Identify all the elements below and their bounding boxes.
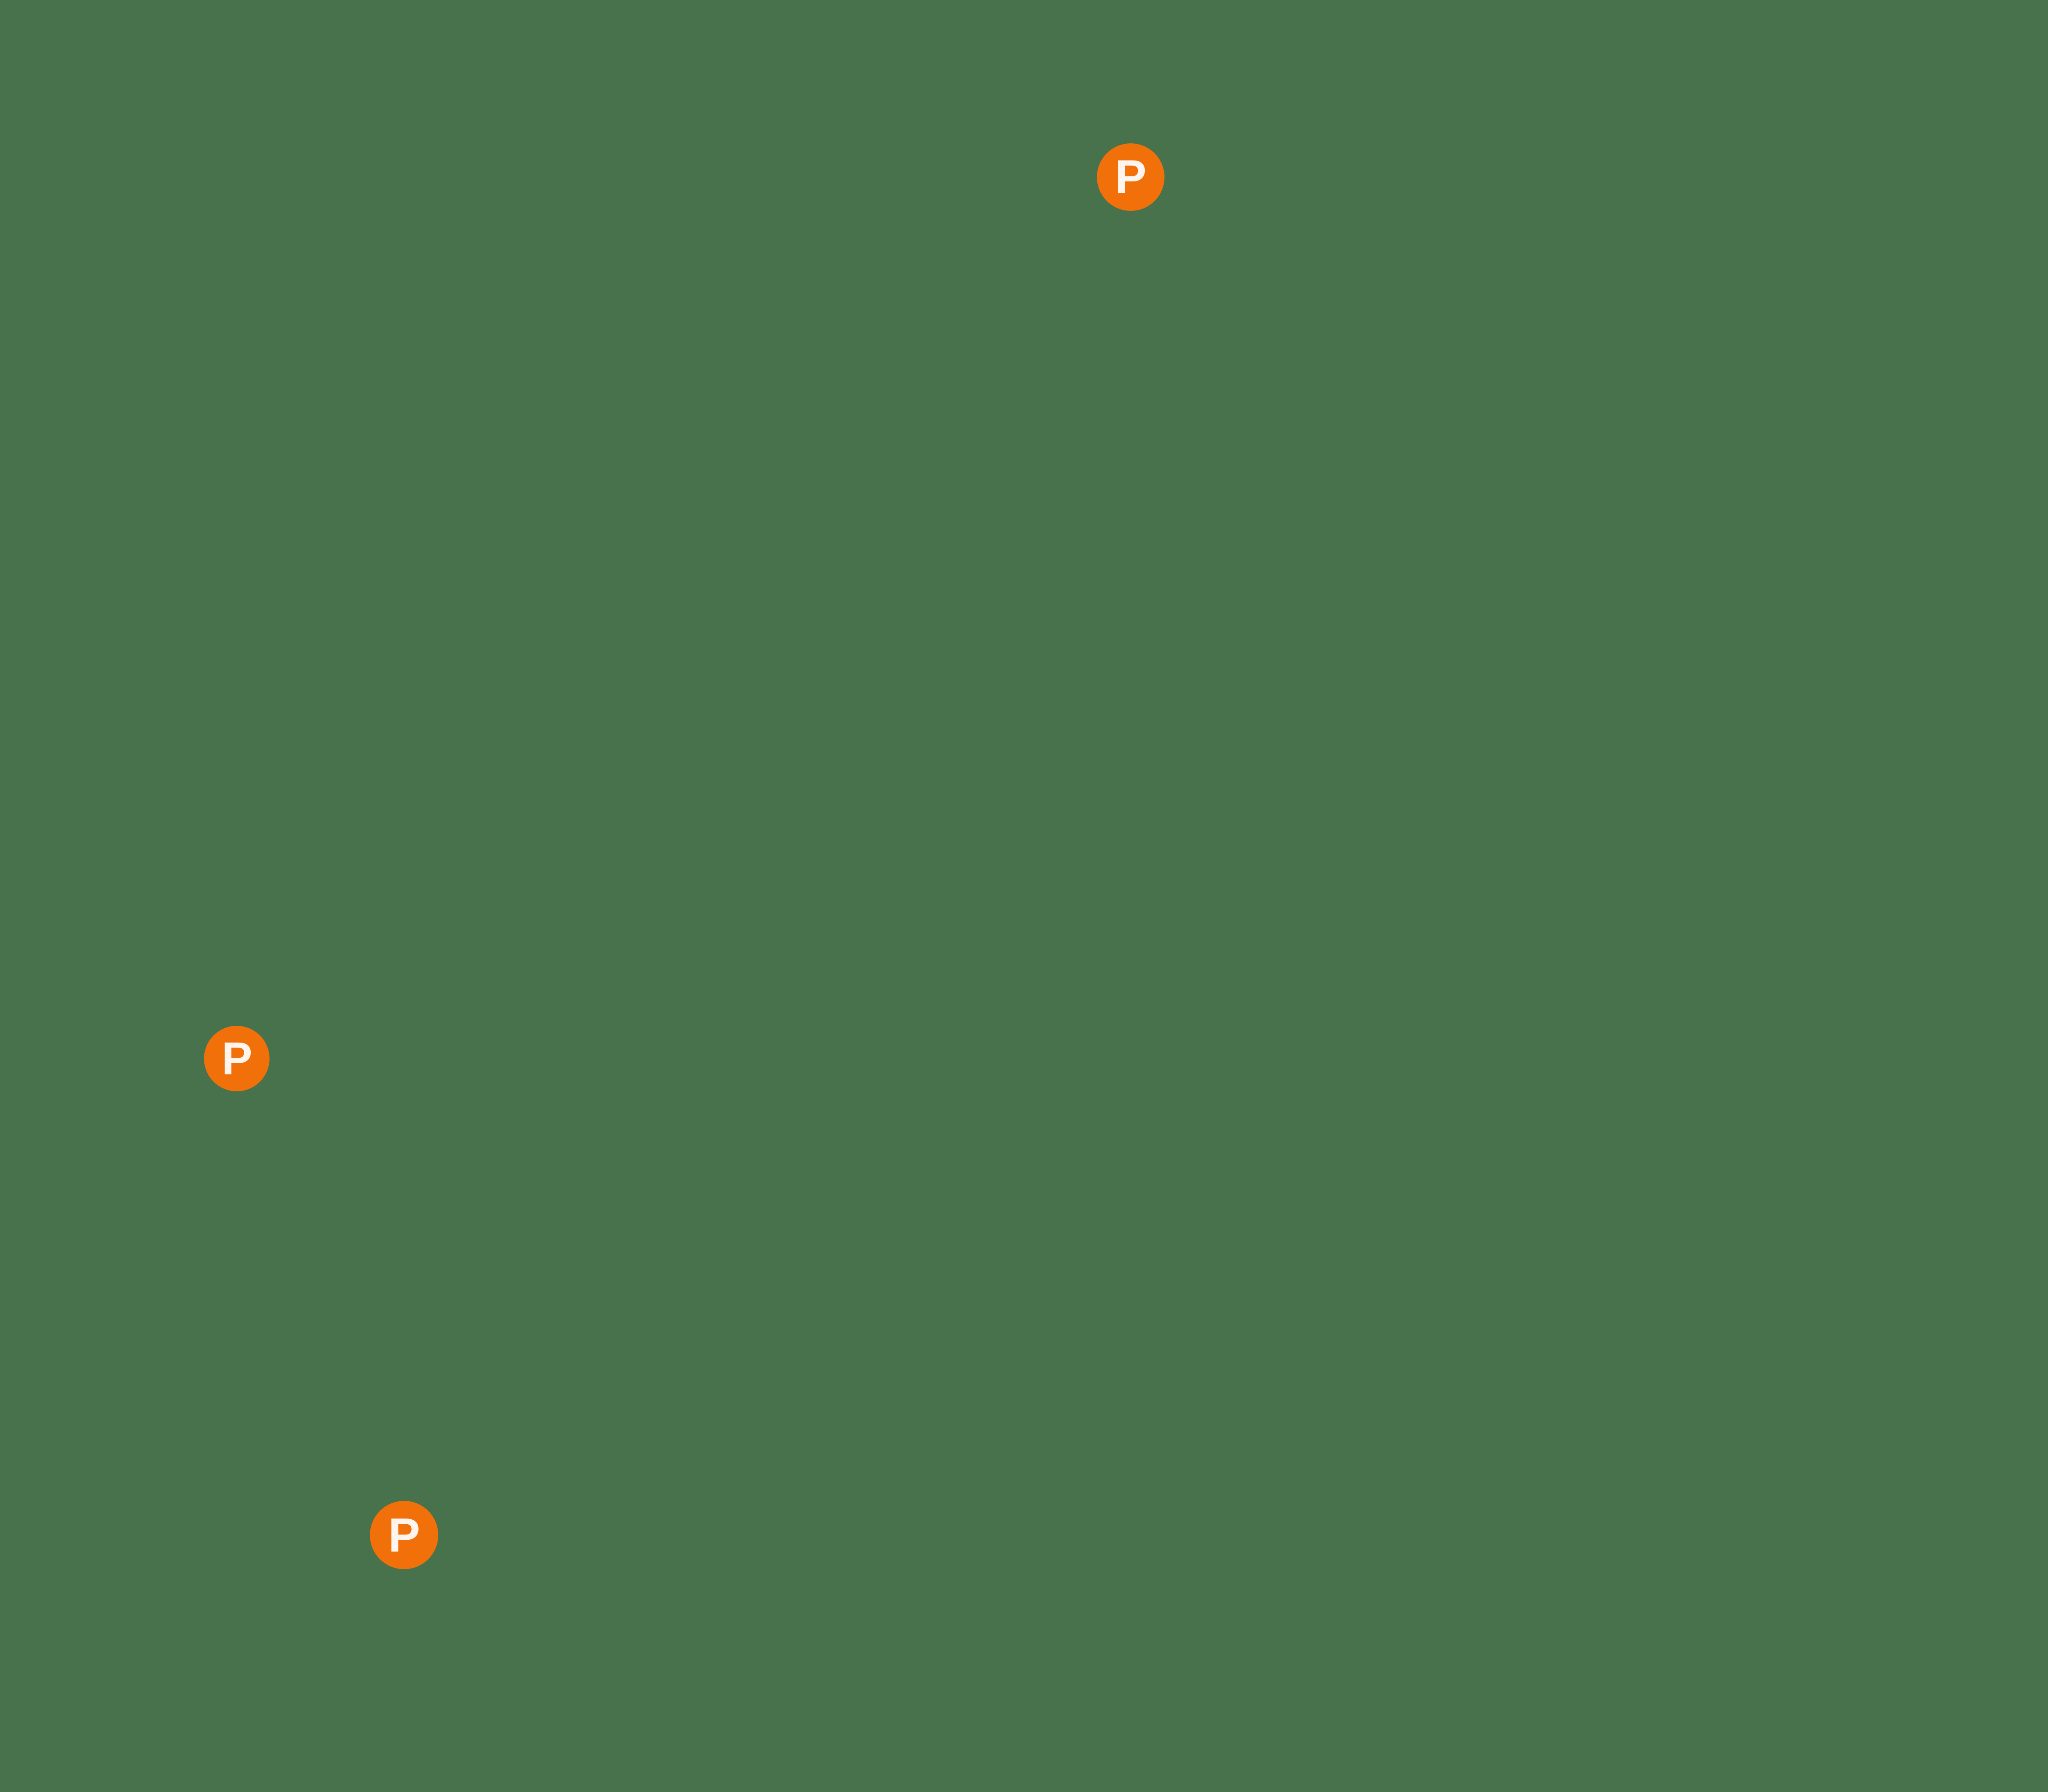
parking-marker-icon[interactable]: P <box>369 1500 438 1569</box>
parking-marker-label: P <box>1115 150 1146 203</box>
parking-marker-icon[interactable]: P <box>1096 143 1164 211</box>
parking-marker-icon[interactable]: P <box>204 1026 270 1091</box>
parking-marker-label: P <box>388 1508 420 1562</box>
parking-marker-label: P <box>222 1033 252 1084</box>
